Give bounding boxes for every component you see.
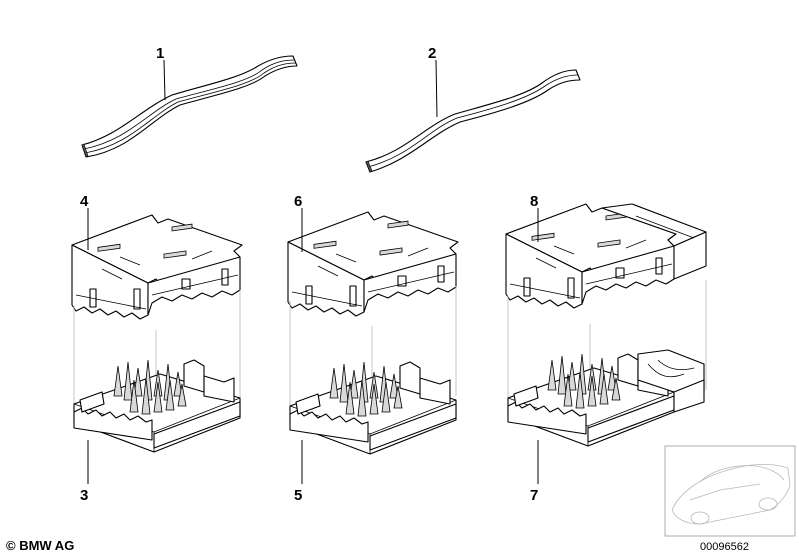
label-part-7: 7: [530, 487, 538, 504]
connector-base-7[interactable]: [507, 349, 705, 447]
copyright-text: © BMW AG: [6, 538, 75, 553]
label-part-3: 3: [80, 487, 88, 504]
label-part-6: 6: [294, 193, 302, 210]
label-part-2: 2: [428, 45, 436, 62]
label-part-8: 8: [530, 193, 538, 210]
connector-cover-8[interactable]: [505, 203, 707, 309]
connector-base-5[interactable]: [289, 361, 457, 455]
connector-base-3[interactable]: [73, 359, 241, 453]
connector-cover-6[interactable]: [287, 211, 459, 317]
label-part-1: 1: [156, 45, 164, 62]
cable-strip-2[interactable]: [365, 69, 581, 173]
document-number: 00096562: [700, 541, 749, 553]
connector-cover-4[interactable]: [71, 214, 243, 320]
leader-1: [163, 59, 166, 101]
vehicle-thumbnail: [664, 445, 796, 537]
leader-2: [435, 59, 438, 118]
cable-strip-1[interactable]: [81, 55, 298, 158]
label-part-4: 4: [80, 193, 89, 210]
label-part-5: 5: [294, 487, 302, 504]
